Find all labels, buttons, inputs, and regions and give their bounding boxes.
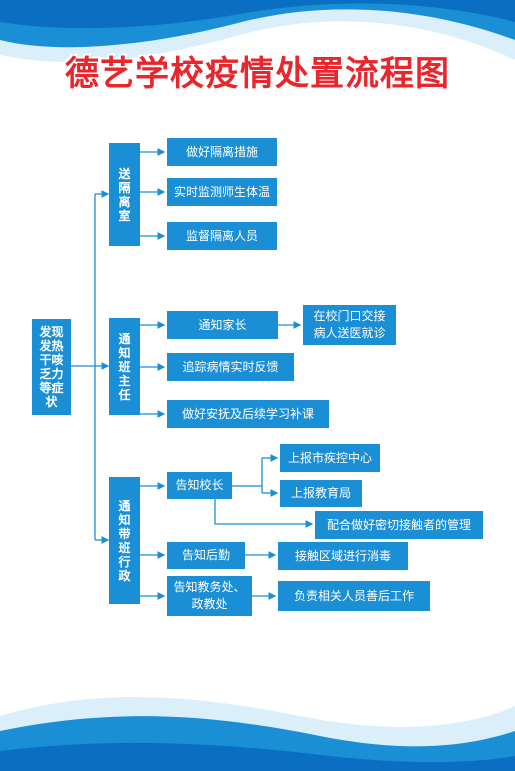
step-track-condition: 追踪病情实时反馈 (167, 353, 294, 381)
branch-label: 送隔离室 (118, 166, 131, 223)
start-node-label: 发现发热干咳乏力等症状 (39, 325, 64, 409)
start-node-symptoms: 发现发热干咳乏力等症状 (32, 319, 71, 415)
top-wave-decoration (0, 0, 515, 63)
step-inform-academic-office: 告知教务处、 政教处 (167, 576, 252, 616)
step-notify-parents: 通知家长 (167, 311, 278, 339)
step-handover-to-hospital: 在校门口交接 病人送医就诊 (303, 305, 396, 345)
bottom-wave-decoration (0, 697, 515, 771)
branch-notify-admin: 通知带班行政 (109, 477, 140, 604)
branch-isolation-room: 送隔离室 (109, 143, 140, 246)
branch-notify-head-teacher: 通知班主任 (109, 318, 140, 415)
step-monitor-temperature: 实时监测师生体温 (167, 178, 277, 206)
step-report-cdc: 上报市疾控中心 (280, 444, 380, 472)
branch-label: 通知班主任 (118, 331, 131, 402)
page-title: 德艺学校疫情处置流程图 (65, 54, 450, 94)
step-supervise-isolated: 监督隔离人员 (167, 222, 277, 250)
step-manage-close-contacts: 配合做好密切接触者的管理 (315, 511, 483, 539)
branch-label: 通知带班行政 (118, 498, 131, 583)
step-report-education-bureau: 上报教育局 (280, 480, 362, 507)
step-comfort-and-tutoring: 做好安抚及后续学习补课 (167, 400, 329, 428)
step-inform-principal: 告知校长 (167, 472, 232, 499)
step-inform-logistics: 告知后勤 (167, 542, 245, 569)
step-aftercare-work: 负责相关人员善后工作 (278, 581, 430, 611)
step-isolation-measures: 做好隔离措施 (167, 138, 277, 166)
step-disinfect-area: 接触区域进行消毒 (278, 542, 408, 570)
